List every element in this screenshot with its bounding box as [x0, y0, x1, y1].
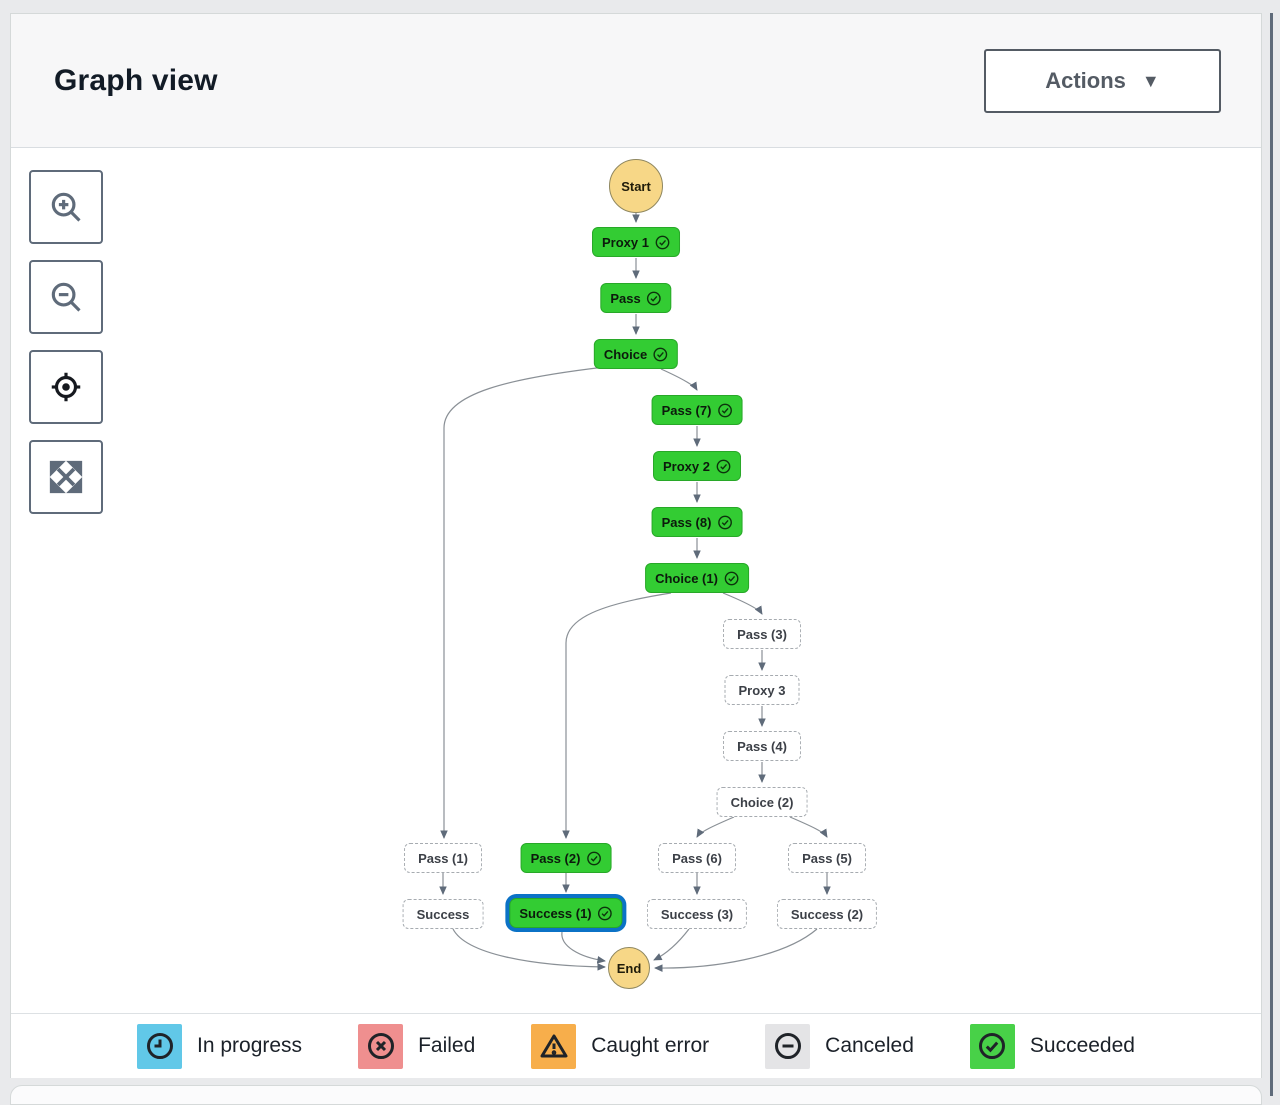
graph-node-proxy-3[interactable]: Proxy 3: [724, 675, 800, 705]
pane-divider[interactable]: [1270, 13, 1273, 1096]
zoom-in-button[interactable]: [29, 170, 103, 244]
succeeded-check-icon: [598, 906, 613, 921]
legend-item-in-progress: In progress: [137, 1023, 303, 1069]
actions-button-label: Actions: [1045, 67, 1126, 93]
graph-node-success[interactable]: Success: [402, 899, 484, 929]
graph-node-pass-1[interactable]: Pass (1): [404, 843, 482, 873]
succeeded-check-icon: [717, 515, 732, 530]
graph-node-end[interactable]: End: [608, 947, 650, 989]
succeeded-check-icon: [969, 1023, 1015, 1069]
caret-down-icon: ▼: [1141, 71, 1160, 91]
graph-node-pass[interactable]: Pass: [600, 283, 672, 313]
node-label: Pass (8): [661, 514, 712, 530]
node-label: Proxy 3: [738, 682, 786, 698]
node-label: Pass (6): [672, 850, 722, 866]
legend-label: In progress: [197, 1034, 303, 1057]
legend-item-failed: Failed: [358, 1023, 476, 1069]
node-label: Pass: [610, 290, 641, 306]
graph-edges: [439, 213, 831, 972]
graph-node-choice-2[interactable]: Choice (2): [716, 787, 808, 817]
node-label: Pass (7): [661, 402, 712, 418]
succeeded-check-icon: [653, 347, 668, 362]
graph-node-pass-7[interactable]: Pass (7): [651, 395, 743, 425]
graph-node-success-2[interactable]: Success (2): [776, 899, 878, 929]
graph-toolbar: [29, 170, 103, 514]
center-view-button[interactable]: [29, 350, 103, 424]
node-label: Pass (5): [802, 850, 852, 866]
legend-label: Succeeded: [1029, 1034, 1135, 1057]
succeeded-check-icon: [586, 851, 601, 866]
zoom-out-icon: [47, 278, 85, 316]
graph-node-choice-1[interactable]: Choice (1): [645, 563, 749, 593]
node-label: Success (1): [519, 905, 592, 921]
failed-x-icon: [358, 1023, 404, 1069]
node-label: Pass (2): [530, 850, 581, 866]
graph-node-pass-8[interactable]: Pass (8): [651, 507, 743, 537]
succeeded-check-icon: [724, 571, 739, 586]
status-legend: In progress Failed Caught error Canceled…: [11, 1014, 1261, 1078]
graph-view-panel: Graph view Actions ▼: [10, 13, 1262, 1078]
node-label: Success: [416, 906, 470, 922]
node-label: Choice (1): [655, 570, 718, 586]
zoom-in-icon: [47, 188, 85, 226]
graph-node-start[interactable]: Start: [609, 159, 663, 213]
node-label: Pass (4): [737, 738, 787, 754]
graph-node-proxy-2[interactable]: Proxy 2: [653, 451, 741, 481]
node-label: Success (2): [790, 906, 864, 922]
legend-label: Canceled: [825, 1034, 914, 1057]
legend-label: Caught error: [591, 1034, 710, 1057]
graph-node-choice[interactable]: Choice: [593, 339, 679, 369]
canceled-minus-icon: [765, 1023, 811, 1069]
graph-node-proxy-1[interactable]: Proxy 1: [592, 227, 680, 257]
node-label: Pass (1): [418, 850, 468, 866]
node-label: Choice: [603, 346, 648, 362]
legend-item-canceled: Canceled: [765, 1023, 914, 1069]
graph-canvas[interactable]: Start Proxy 1 Pass Choice Pass (7) Proxy…: [11, 148, 1261, 1014]
legend-item-succeeded: Succeeded: [969, 1023, 1135, 1069]
graph-node-pass-6[interactable]: Pass (6): [658, 843, 736, 873]
graph-node-success-1[interactable]: Success (1): [509, 898, 623, 928]
page-title: Graph view: [54, 63, 218, 97]
fit-to-view-button[interactable]: [29, 440, 103, 514]
caught-error-triangle-icon: [531, 1023, 577, 1069]
panel-header: Graph view Actions ▼: [11, 14, 1261, 148]
node-label: Pass (3): [737, 626, 787, 642]
legend-label: Failed: [418, 1034, 476, 1057]
succeeded-check-icon: [717, 403, 732, 418]
next-panel-top-edge: [10, 1085, 1262, 1105]
fit-to-view-icon: [47, 458, 85, 496]
zoom-out-button[interactable]: [29, 260, 103, 334]
graph-node-pass-4[interactable]: Pass (4): [723, 731, 801, 761]
node-label: Success (3): [660, 906, 734, 922]
succeeded-check-icon: [655, 235, 670, 250]
node-label: Proxy 1: [602, 234, 649, 250]
center-view-icon: [47, 368, 85, 406]
actions-button[interactable]: Actions ▼: [984, 48, 1221, 113]
node-label: Proxy 2: [663, 458, 710, 474]
graph-node-pass-2[interactable]: Pass (2): [520, 843, 612, 873]
graph-node-pass-3[interactable]: Pass (3): [723, 619, 801, 649]
graph-node-pass-5[interactable]: Pass (5): [788, 843, 866, 873]
succeeded-check-icon: [647, 291, 662, 306]
legend-item-caught-error: Caught error: [531, 1023, 710, 1069]
in-progress-clock-icon: [137, 1023, 182, 1069]
node-label: Choice (2): [730, 794, 794, 810]
graph-node-success-3[interactable]: Success (3): [646, 899, 748, 929]
succeeded-check-icon: [716, 459, 731, 474]
